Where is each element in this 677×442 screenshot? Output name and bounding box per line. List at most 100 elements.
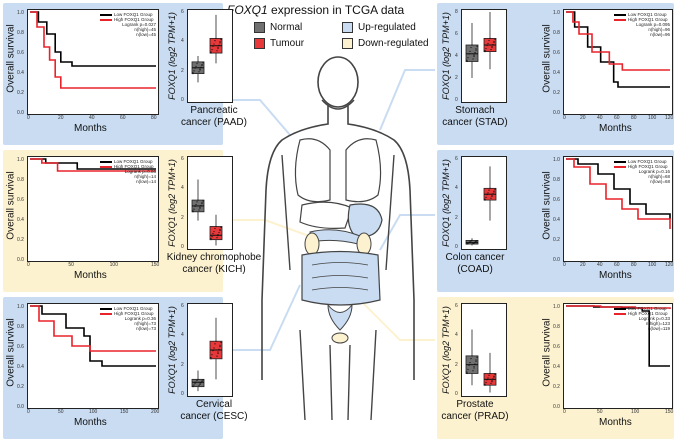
jitter-t bbox=[487, 377, 489, 379]
survival-xtick: 120 bbox=[665, 115, 674, 121]
cancer-line2: cancer (PAAD) bbox=[181, 117, 247, 128]
jitter-n bbox=[468, 241, 470, 243]
expr-ytick: 6 bbox=[455, 303, 458, 309]
survival-xlabel-prad: Months bbox=[599, 417, 632, 428]
stat-n_high: n(high)=123 bbox=[645, 321, 670, 326]
jitter-n bbox=[201, 380, 203, 382]
survival-xtick: 20 bbox=[580, 262, 586, 268]
jitter-t bbox=[219, 229, 221, 232]
survival-ytick: 0.2 bbox=[553, 90, 560, 96]
jitter-n bbox=[199, 69, 201, 71]
jitter-n bbox=[473, 367, 475, 369]
jitter-n bbox=[199, 206, 201, 208]
jitter-n bbox=[472, 58, 474, 60]
survival-ytick: 0.2 bbox=[553, 237, 560, 243]
jitter-n bbox=[467, 242, 469, 244]
cancer-line1: Colon cancer bbox=[445, 252, 505, 263]
jitter-t bbox=[487, 42, 489, 45]
jitter-n bbox=[475, 48, 477, 50]
survival-xtick: 200 bbox=[151, 409, 160, 415]
key-tumour-label: Tumour bbox=[270, 38, 305, 49]
box-t bbox=[209, 226, 223, 241]
jitter-t bbox=[491, 194, 493, 197]
legend-swatch-high bbox=[614, 312, 626, 315]
legend-row-low: Low FOXQ1 Group bbox=[100, 159, 154, 164]
key-up: Up-regulated bbox=[342, 22, 416, 33]
expr-ytick: 2 bbox=[181, 67, 184, 74]
survival-line-high-coad bbox=[566, 158, 671, 229]
jitter-t bbox=[494, 373, 496, 375]
legend-row-high: High FOXQ1 Group bbox=[614, 311, 668, 316]
survival-line-low-stad bbox=[566, 11, 670, 88]
jitter-n bbox=[472, 242, 474, 245]
survival-xtick: 100 bbox=[648, 115, 657, 121]
cancer-line1: Stomach bbox=[455, 105, 495, 116]
jitter-n bbox=[466, 60, 468, 63]
stat-n_low: n(low)=96 bbox=[650, 32, 670, 37]
survival-xlabel-kich: Months bbox=[74, 270, 107, 281]
survival-line-low-kich bbox=[30, 158, 156, 170]
jitter-n bbox=[473, 55, 475, 58]
survival-ytick: 0.4 bbox=[17, 70, 24, 76]
jitter-t bbox=[489, 187, 491, 189]
survival-ytick: 0.4 bbox=[17, 217, 24, 223]
survival-ytick: 0.8 bbox=[17, 324, 24, 330]
key-normal: Normal bbox=[254, 22, 302, 33]
legend-row-low: Low FOXQ1 Group bbox=[100, 306, 154, 311]
jitter-t bbox=[491, 195, 493, 198]
survival-ytick: 0.6 bbox=[17, 344, 24, 350]
cancer-line2: cancer (PRAD) bbox=[441, 411, 509, 422]
jitter-n bbox=[199, 68, 201, 70]
jitter-t bbox=[211, 49, 213, 51]
jitter-n bbox=[470, 46, 472, 49]
stat-logrank: Logrank p=0.16 bbox=[638, 169, 670, 174]
survival-xtick: 0 bbox=[563, 409, 566, 415]
survival-line-low-cesc bbox=[30, 305, 156, 367]
jitter-t bbox=[218, 231, 220, 234]
survival-ylabel-cesc: Overall survival bbox=[5, 318, 17, 387]
jitter-t bbox=[487, 192, 489, 194]
survival-xtick: 0 bbox=[563, 115, 566, 121]
expr-ytick: 4 bbox=[181, 38, 184, 45]
jitter-n bbox=[196, 379, 198, 382]
survival-xlabel-coad: Months bbox=[599, 270, 632, 281]
jitter-t bbox=[211, 236, 213, 238]
expr-boxes-cesc bbox=[191, 317, 223, 392]
survival-xtick: 0 bbox=[27, 409, 30, 415]
jitter-t bbox=[491, 45, 493, 48]
survival-line-low-coad bbox=[566, 158, 671, 219]
stat-n_high: n(high)=96 bbox=[648, 27, 670, 32]
jitter-n bbox=[197, 61, 199, 63]
jitter-n bbox=[467, 57, 469, 59]
figure-title: FOXQ1 expression in TCGA data bbox=[227, 3, 404, 17]
cancer-line1: Prostate bbox=[456, 399, 494, 410]
jitter-n bbox=[476, 45, 478, 47]
jitter-t bbox=[485, 47, 487, 50]
survival-line-high-paad bbox=[30, 11, 156, 89]
survival-ytick: 0.0 bbox=[17, 404, 24, 410]
jitter-n bbox=[475, 359, 477, 361]
legend-swatch-low bbox=[614, 307, 626, 310]
jitter-t bbox=[492, 378, 494, 380]
expr-ytick: 0 bbox=[455, 97, 458, 103]
survival-ytick: 0.0 bbox=[553, 404, 560, 410]
cancer-line1: Kidney chromophobe bbox=[166, 252, 262, 263]
jitter-t bbox=[484, 383, 486, 385]
survival-ytick: 0.2 bbox=[553, 384, 560, 390]
jitter-n bbox=[469, 362, 471, 364]
jitter-t bbox=[218, 348, 220, 350]
survival-ytick: 1.0 bbox=[553, 304, 560, 310]
jitter-t bbox=[484, 51, 486, 53]
jitter-n bbox=[466, 59, 468, 61]
normal-swatch bbox=[254, 22, 265, 33]
jitter-t bbox=[490, 382, 492, 384]
